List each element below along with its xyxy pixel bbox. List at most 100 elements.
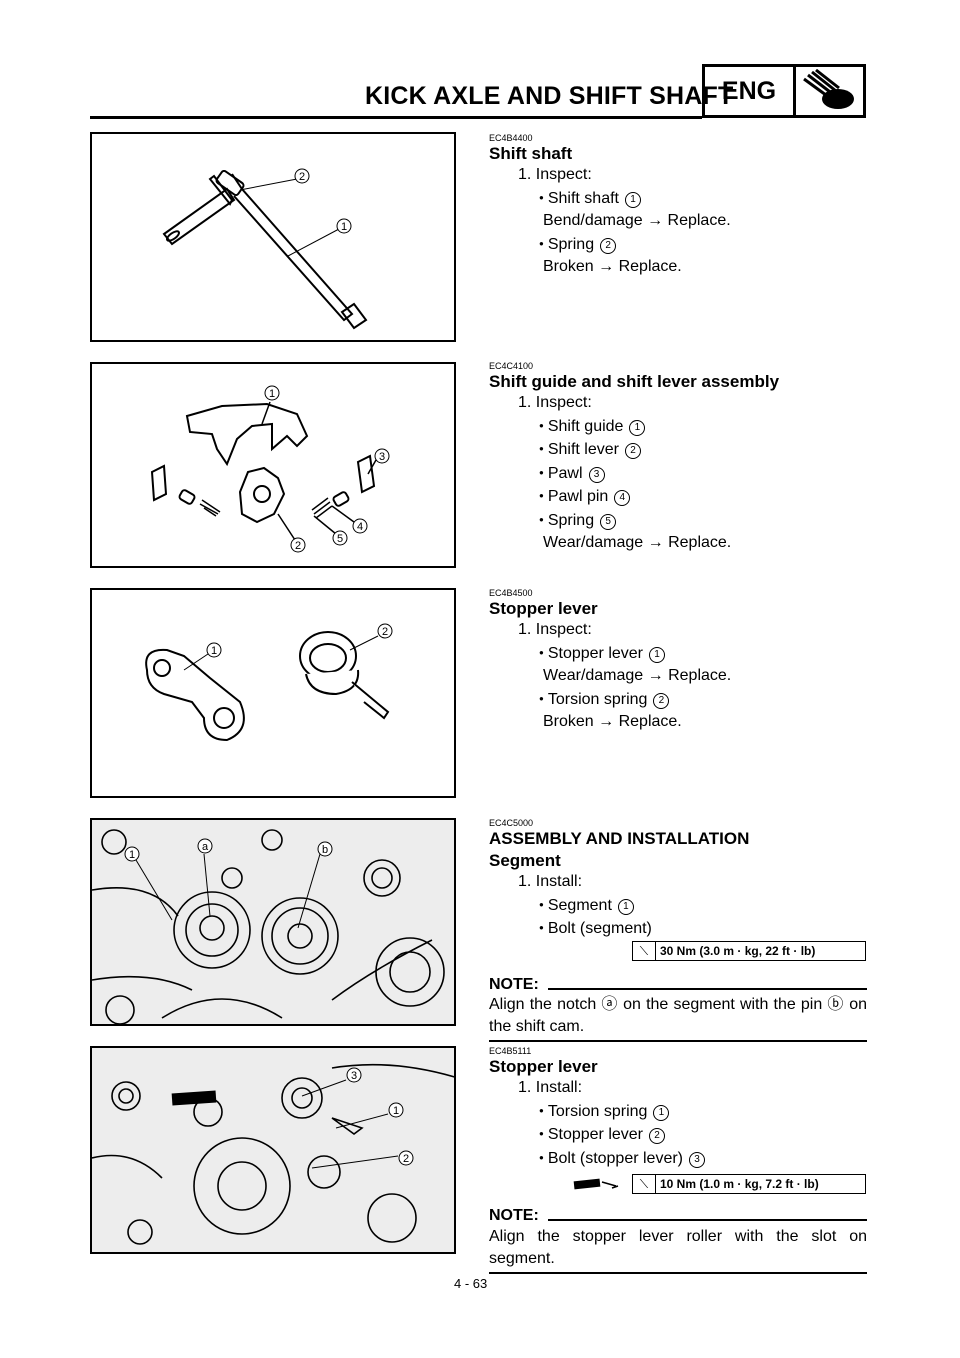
step-inspect: 1. Inspect: (518, 166, 592, 183)
section-subtitle: Segment (489, 851, 561, 870)
bullet-item: Bolt (stopper lever) 3 (489, 1147, 867, 1171)
page-number: 4 - 63 (454, 1276, 488, 1291)
bullet-text: Spring (547, 511, 595, 529)
bullet-item: Shift lever 2 (489, 438, 867, 462)
fig1-callout-1: 1 (341, 221, 347, 233)
torque-value: 30 Nm (3.0 m · kg, 22 ft · lb) (660, 944, 816, 958)
engine-badge-label: ENG (705, 67, 796, 115)
bullet-text: Spring (547, 235, 595, 253)
figure-segment-photo: 1 a b (90, 818, 456, 1026)
engine-badge: ENG (702, 64, 866, 118)
torque-spec: ⟍ 30 Nm (3.0 m · kg, 22 ft · lb) (632, 941, 866, 961)
bullet-item: Shift guide 1 (489, 415, 867, 439)
note-label: NOTE: (489, 976, 539, 993)
bullet-text: Torsion spring (547, 1102, 648, 1120)
callout-number: 2 (649, 1128, 666, 1144)
header-rule (90, 116, 702, 119)
bullet-text: Shift guide (547, 417, 624, 435)
callout-number: 2 (653, 692, 670, 709)
section-shift-guide: EC4C4100 Shift guide and shift lever ass… (489, 361, 867, 555)
bullet-text: Bolt (stopper lever) (547, 1149, 684, 1167)
bullet-text: Stopper lever (547, 644, 644, 662)
step-install: 1. Install: (518, 1079, 583, 1096)
fig2-callout-2: 2 (295, 540, 301, 552)
fig3-callout-2: 2 (382, 626, 388, 638)
note-text: Align the stopper lever roller with the … (489, 1228, 867, 1267)
note-end-rule (489, 1272, 867, 1274)
section-title: Stopper lever (489, 1057, 598, 1076)
bullet-item: Segment 1 (489, 894, 867, 918)
bullet-item: Stopper lever 1 (489, 642, 867, 666)
section-code: EC4B5111 (489, 1046, 532, 1056)
torque-wrench-icon: ⟍ (633, 1175, 656, 1193)
section-code: EC4C4100 (489, 361, 534, 371)
page-title: KICK AXLE AND SHIFT SHAFT (365, 82, 734, 110)
section-code: EC4B4500 (489, 588, 533, 598)
section-title: Shift guide and shift lever assembly (489, 372, 780, 391)
callout-number: 1 (653, 1104, 670, 1121)
callout-number: 3 (689, 1151, 706, 1168)
torque-spec: ⟍ 10 Nm (1.0 m · kg, 7.2 ft · lb) (632, 1174, 866, 1194)
bullet-text: Stopper lever (547, 1126, 644, 1143)
fig2-callout-5: 5 (337, 533, 343, 545)
fig5-callout-1: 1 (393, 1105, 399, 1117)
step-inspect: 1. Inspect: (518, 394, 592, 411)
bullet-subtext: Broken → Replace. (543, 713, 682, 730)
callout-number: 1 (625, 191, 641, 208)
section-code: EC4B4400 (489, 133, 533, 143)
engine-icon (796, 67, 863, 115)
figure-stopper-lever-photo: 3 1 2 (90, 1046, 456, 1254)
callout-number: 2 (624, 443, 641, 459)
fig3-callout-1: 1 (211, 645, 217, 657)
section-title: Stopper lever (489, 599, 598, 618)
figure-shift-guide: 1 3 4 5 2 (90, 362, 456, 568)
callout-number: 4 (614, 490, 631, 506)
fig2-callout-1: 1 (269, 388, 275, 400)
section-assembly: EC4C5000 ASSEMBLY AND INSTALLATION Segme… (489, 818, 867, 941)
bullet-item: Stopper lever 2 (489, 1123, 867, 1147)
note-rule (548, 988, 867, 990)
note-label: NOTE: (489, 1207, 539, 1224)
torque-value: 10 Nm (1.0 m · kg, 7.2 ft · lb) (660, 1177, 819, 1191)
bullet-item: Spring 5 (489, 509, 867, 533)
step-inspect: 1. Inspect: (518, 621, 592, 638)
bullet-item: Torsion spring 1 (489, 1100, 867, 1124)
callout-number: 5 (600, 513, 617, 530)
bullet-subtext: Wear/damage → Replace. (543, 667, 732, 684)
figure-shift-shaft: 2 1 (90, 132, 456, 342)
note-rule (548, 1219, 867, 1221)
fig5-callout-3: 3 (351, 1070, 357, 1082)
figure-stopper-lever: 1 2 (90, 588, 456, 798)
section-stopper-lever: EC4B4500 Stopper lever 1. Inspect: Stopp… (489, 588, 867, 734)
bullet-subtext: Bend/damage → Replace. (543, 212, 731, 229)
bullet-item: Shift shaft 1 (489, 187, 867, 211)
section-code: EC4C5000 (489, 818, 534, 828)
fig4-callout-1: 1 (129, 849, 135, 861)
section-title: ASSEMBLY AND INSTALLATION (489, 829, 750, 848)
callout-number: 3 (588, 466, 605, 483)
bullet-item: Torsion spring 2 (489, 688, 867, 712)
note-text: Align the notch ⓐ on the segment with th… (489, 996, 867, 1035)
fig4-callout-a: a (202, 841, 209, 853)
step-install: 1. Install: (518, 873, 583, 890)
bullet-text: Pawl (547, 464, 583, 482)
bullet-item: Pawl 3 (489, 462, 867, 486)
bullet-text: Shift shaft (547, 189, 619, 207)
fig4-callout-b: b (322, 844, 328, 856)
bullet-subtext: Broken → Replace. (543, 258, 682, 275)
bullet-text: Pawl pin (547, 488, 609, 505)
callout-number: 2 (600, 237, 617, 254)
bullet-item: Spring 2 (489, 233, 867, 257)
bullet-text: Torsion spring (547, 690, 648, 708)
bullet-item: Bolt (segment) (489, 917, 867, 941)
fig1-callout-2: 2 (299, 171, 305, 183)
bullet-text: Segment (547, 896, 612, 914)
bullet-item: Pawl pin 4 (489, 485, 867, 509)
note-end-rule (489, 1040, 867, 1042)
bullet-subtext: Wear/damage → Replace. (543, 534, 732, 551)
callout-number: 1 (629, 419, 646, 436)
callout-number: 1 (617, 898, 634, 915)
callout-number: 1 (649, 646, 666, 663)
bullet-text: Shift lever (547, 441, 619, 458)
fig2-callout-3: 3 (379, 451, 385, 463)
